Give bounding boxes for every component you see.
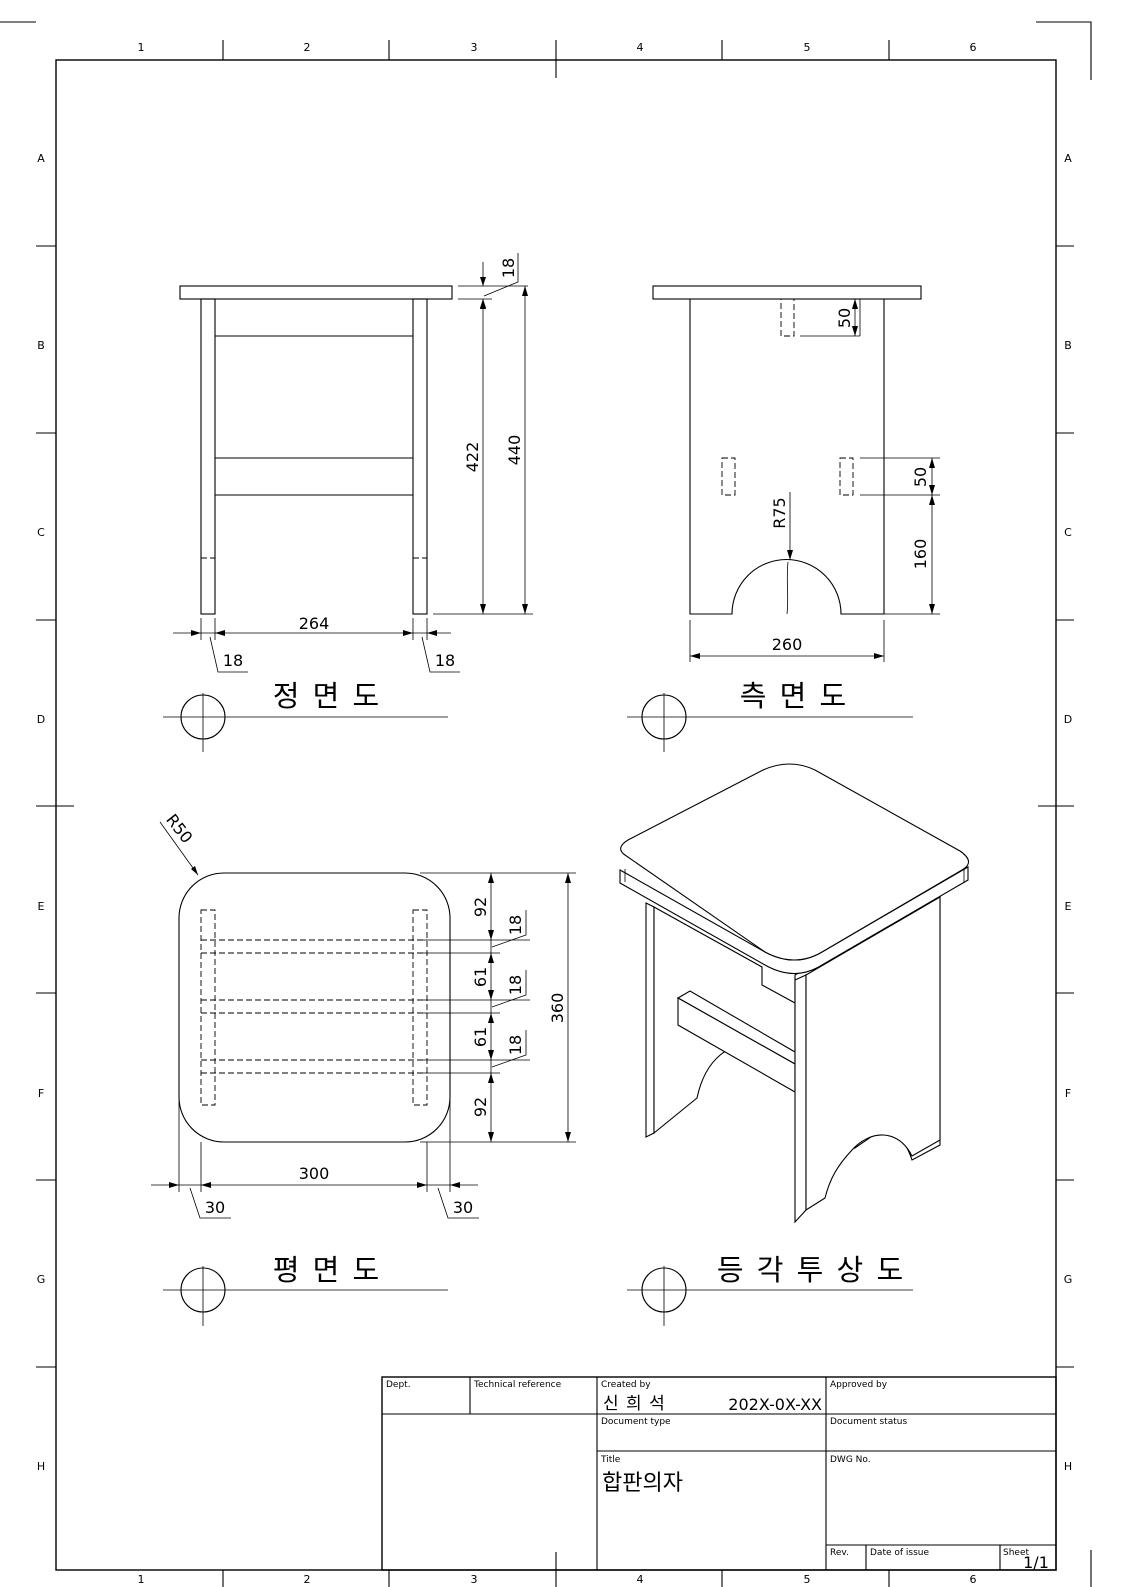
tb-created-by-label: Created by: [601, 1380, 651, 1390]
zone-row-g: G: [37, 1273, 46, 1286]
zone-row-b: B: [37, 339, 45, 352]
drawing-frame: [0, 21, 1092, 1587]
zone-row-e-right: E: [1065, 900, 1072, 913]
iso-seat-top: [620, 763, 970, 961]
tb-rev-label: Rev.: [830, 1548, 849, 1558]
tb-title: 합판의자: [602, 1471, 683, 1496]
front-dim-total-height: 440: [505, 435, 524, 466]
side-panel: [689, 299, 885, 615]
plan-view: R50 92 61 61 92 18 18 18 360 300 30 30 평: [151, 810, 576, 1326]
zone-col-5-bottom: 5: [804, 1573, 811, 1586]
tb-dept-label: Dept.: [386, 1380, 411, 1390]
zone-labels: 1 2 3 4 5 6 1 2 3 4 5 6 A B C D E F G H …: [37, 41, 1073, 1586]
zone-row-b-right: B: [1064, 339, 1072, 352]
tb-tech-ref-label: Technical reference: [473, 1380, 562, 1390]
front-dim-top-thickness: 18: [499, 258, 518, 278]
title-block: Dept. Technical reference Created by 신 희…: [381, 1376, 1057, 1572]
front-dim-inner-width: 264: [299, 614, 330, 633]
front-dim-leg-right: 18: [435, 651, 455, 670]
side-view-title: 측 면 도: [740, 679, 848, 713]
side-seat-top: [652, 285, 922, 300]
zone-row-a: A: [37, 152, 45, 165]
zone-row-e: E: [38, 900, 45, 913]
plan-dim-gap-2: 61: [471, 967, 490, 987]
side-dim-side-slot: 50: [911, 467, 930, 487]
front-view: 18 422 440 264 18 18 정 면 도: [163, 253, 533, 752]
plan-dim-rail-3: 18: [506, 1035, 525, 1055]
tb-sheet: 1/1: [1023, 1553, 1049, 1572]
tb-sheet-label: Sheet: [1003, 1548, 1029, 1558]
plan-seat-outline: [178, 872, 451, 1143]
zone-row-a-right: A: [1064, 152, 1072, 165]
tb-title-label: Title: [600, 1455, 621, 1465]
plan-dim-offset-right: 30: [453, 1198, 473, 1217]
zone-col-1: 1: [138, 41, 145, 54]
side-view: 50 50 160 R75 260 측 면 도: [627, 285, 940, 752]
zone-col-3: 3: [471, 41, 478, 54]
plan-dim-gap-3: 61: [471, 1027, 490, 1047]
front-right-leg: [412, 298, 428, 615]
zone-col-6: 6: [970, 41, 977, 54]
front-view-title: 정 면 도: [273, 679, 381, 713]
zone-row-c-right: C: [1064, 526, 1072, 539]
iso-view-title: 등 각 투 상 도: [717, 1253, 905, 1287]
zone-row-f-right: F: [1065, 1087, 1071, 1100]
zone-col-2: 2: [304, 41, 311, 54]
tb-doc-type-label: Document type: [601, 1417, 671, 1427]
zone-row-h: H: [37, 1460, 45, 1473]
side-dim-arch-radius: R75: [770, 497, 789, 528]
plan-view-title: 평 면 도: [273, 1253, 381, 1287]
plan-dim-rail-1: 18: [506, 915, 525, 935]
zone-row-d-right: D: [1064, 713, 1072, 726]
zone-col-5: 5: [804, 41, 811, 54]
zone-col-4: 4: [637, 41, 644, 54]
tb-date-of-issue-label: Date of issue: [870, 1548, 929, 1558]
zone-row-f: F: [38, 1087, 44, 1100]
side-dim-width: 260: [772, 635, 803, 654]
plan-dim-depth: 360: [548, 993, 567, 1024]
zone-row-d: D: [37, 713, 45, 726]
tb-doc-status-label: Document status: [830, 1417, 907, 1427]
zone-col-3-bottom: 3: [471, 1573, 478, 1586]
plan-dim-corner-radius: R50: [162, 810, 196, 847]
tb-approved-by-label: Approved by: [830, 1380, 888, 1390]
zone-col-4-bottom: 4: [637, 1573, 644, 1586]
zone-row-g-right: G: [1064, 1273, 1073, 1286]
front-dim-leg-height: 422: [463, 442, 482, 473]
tb-dwg-no-label: DWG No.: [830, 1455, 871, 1465]
side-dim-arch-height: 160: [911, 539, 930, 570]
plan-dim-gap-1: 92: [471, 897, 490, 917]
zone-col-6-bottom: 6: [970, 1573, 977, 1586]
plan-dim-offset-left: 30: [205, 1198, 225, 1217]
tb-created-by: 신 희 석: [603, 1394, 666, 1414]
plan-dim-gap-4: 92: [471, 1097, 490, 1117]
front-dim-leg-left: 18: [223, 651, 243, 670]
zone-col-1-bottom: 1: [138, 1573, 145, 1586]
zone-row-c: C: [37, 526, 45, 539]
zone-col-2-bottom: 2: [304, 1573, 311, 1586]
plan-dim-rail-2: 18: [506, 975, 525, 995]
plan-dim-width: 300: [299, 1164, 330, 1183]
front-left-leg: [200, 298, 216, 615]
side-dim-top-slot: 50: [835, 308, 854, 328]
isometric-view: 등 각 투 상 도: [619, 763, 970, 1326]
front-seat-top: [179, 285, 453, 300]
zone-row-h-right: H: [1064, 1460, 1072, 1473]
tb-date: 202X-0X-XX: [728, 1395, 822, 1414]
